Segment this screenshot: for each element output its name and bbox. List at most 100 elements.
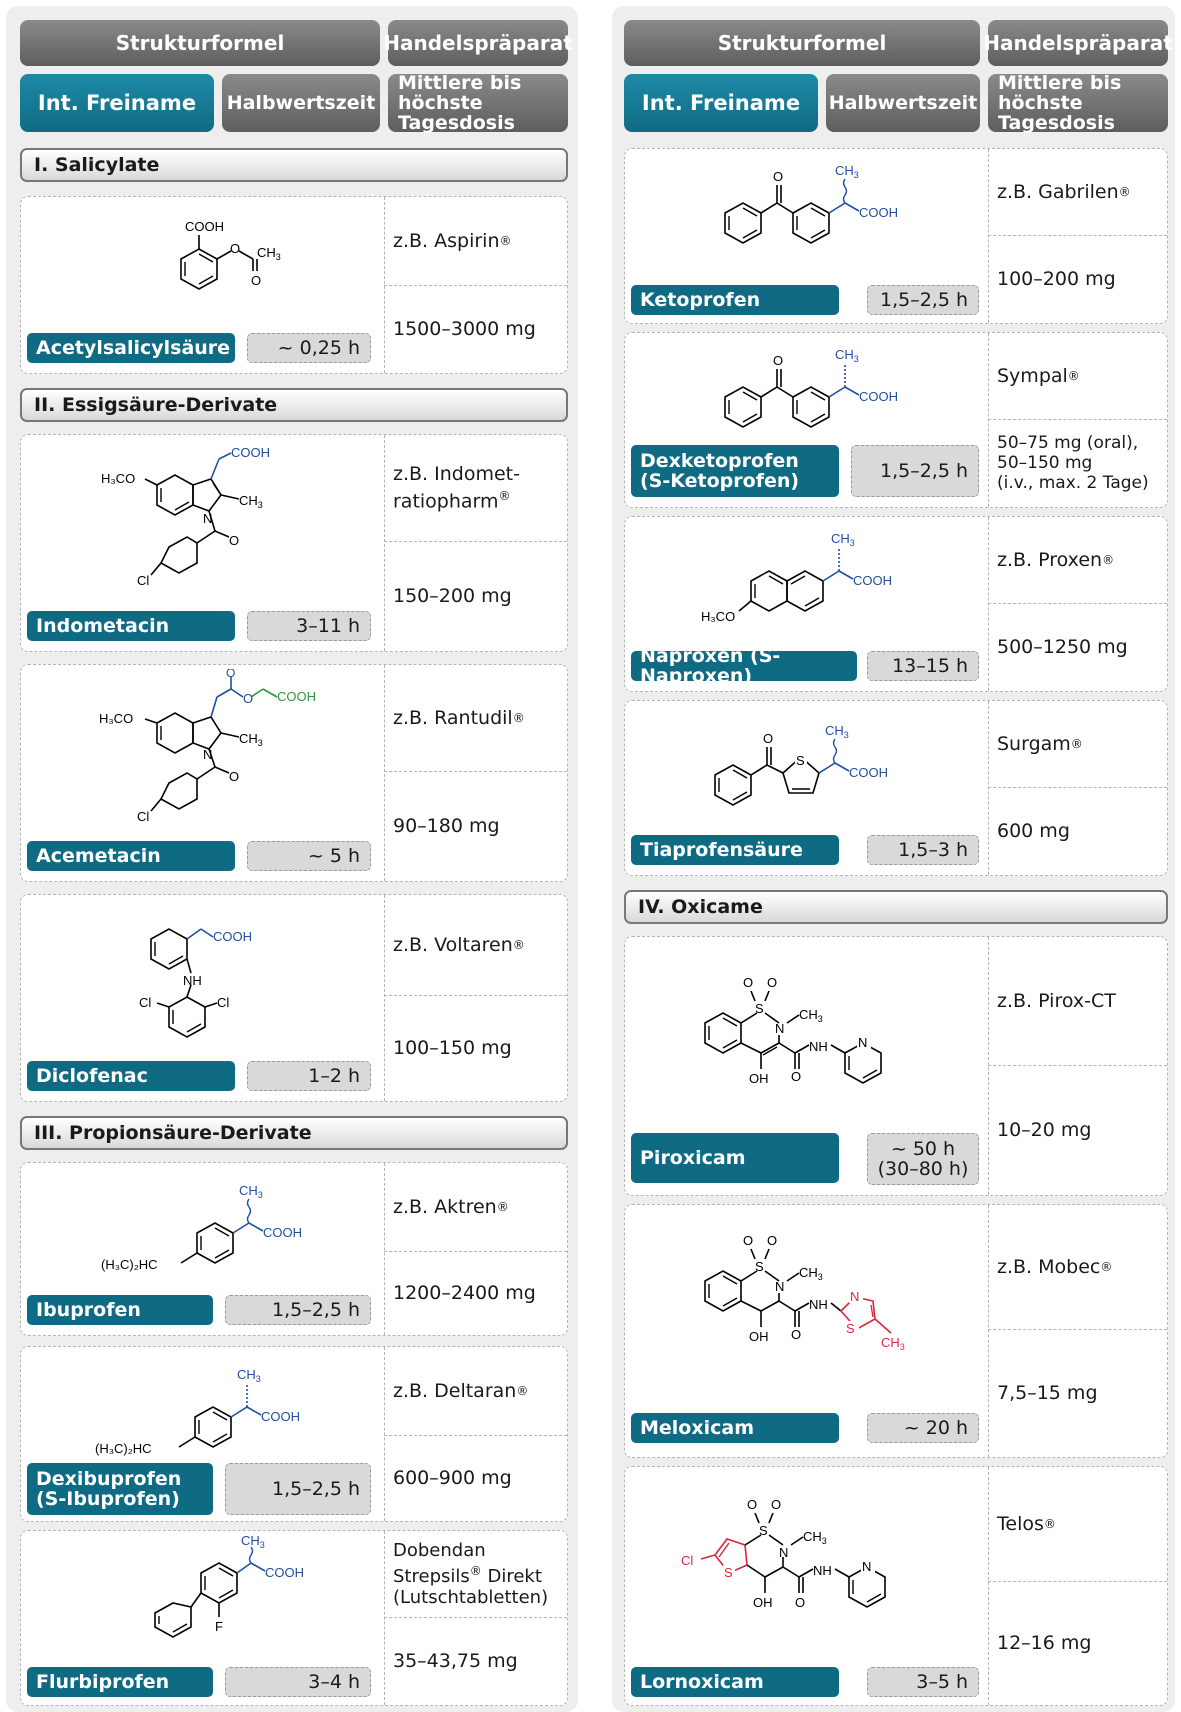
dosis-dexketoprofen-l2: 50–150 mg — [997, 453, 1093, 473]
label-n: N — [850, 1289, 859, 1304]
svg-text:CH3: CH3 — [237, 1367, 261, 1384]
label-cooh: COOH — [853, 573, 892, 588]
svg-text:CH3: CH3 — [881, 1335, 905, 1352]
header-int-freiname-r: Int. Freiname — [624, 74, 818, 132]
name-indometacin: Indometacin — [27, 611, 235, 641]
label-o: O — [767, 975, 777, 990]
name-diclofenac: Diclofenac — [27, 1061, 235, 1091]
hwz-lornoxicam: 3–5 h — [867, 1667, 979, 1697]
card-ibuprofen: CH3 COOH (H₃C)₂HC z.B. Aktren® 1200–2400… — [20, 1162, 568, 1336]
card-acemetacin: O O COOH H₃CO CH3 N O Cl z.B. Rantudil® … — [20, 664, 568, 882]
label-h3c2hc: (H₃C)₂HC — [95, 1441, 152, 1456]
hwz-ibuprofen: 1,5–2,5 h — [225, 1295, 371, 1325]
structure-meloxicam: O O S N CH3 NH N S CH3 OH O — [704, 1233, 905, 1352]
card-dexketoprofen: O CH3 COOH Sympal® 50–75 mg (oral), 50–1… — [624, 332, 1168, 508]
dosis-lornoxicam: 12–16 mg — [997, 1632, 1092, 1654]
dosis-naproxen: 500–1250 mg — [997, 636, 1128, 658]
structure-ketoprofen: O CH3 COOH — [724, 163, 898, 244]
label-o: O — [773, 353, 783, 368]
name-naproxen: Naproxen (S-Naproxen) — [631, 646, 857, 686]
label-o: O — [791, 1069, 801, 1084]
name-dexibuprofen-l2: (S-Ibuprofen) — [36, 1488, 180, 1510]
card-lornoxicam: O O S N CH3 NH N Cl S OH O Telos® 12–16 … — [624, 1466, 1168, 1706]
section-oxicame: IV. Oxicame — [624, 890, 1168, 924]
label-oh: OH — [753, 1595, 773, 1610]
praeparat-ibuprofen-text: z.B. Aktren — [393, 1196, 497, 1218]
praeparat-acemetacin: z.B. Rantudil® — [385, 665, 567, 771]
praeparat-asa-text: z.B. Aspirin — [393, 230, 500, 252]
dosis-diclofenac: 100–150 mg — [393, 1037, 512, 1059]
name-dexibuprofen-l1: Dexibuprofen — [36, 1468, 182, 1490]
dosis-flurbiprofen: 35–43,75 mg — [393, 1650, 518, 1672]
dosis-dexketoprofen-l1: 50–75 mg (oral), — [997, 433, 1139, 453]
label-cooh: COOH — [859, 205, 898, 220]
hwz-flurbiprofen: 3–4 h — [225, 1667, 371, 1697]
card-indometacin: COOH H₃CO CH3 N O Cl z.B. Indomet-ratiop… — [20, 434, 568, 652]
name-dexibuprofen: Dexibuprofen(S-Ibuprofen) — [27, 1463, 213, 1515]
label-n: N — [858, 1035, 867, 1050]
registered-mark: ® — [516, 1384, 529, 1398]
card-tiaprofensaeure: O S CH3 COOH Surgam® 600 mg Tiaprofensäu… — [624, 700, 1168, 876]
name-dexketoprofen: Dexketoprofen(S-Ketoprofen) — [631, 445, 839, 497]
section-essigsaeure: II. Essigsäure-Derivate — [20, 388, 568, 422]
praeparat-tiaprofensaeure-text: Surgam — [997, 733, 1071, 755]
label-nh: NH — [809, 1297, 828, 1312]
svg-text:CH3: CH3 — [831, 531, 855, 548]
hwz-piroxicam: ~ 50 h(30–80 h) — [867, 1133, 979, 1185]
card-piroxicam: O O S N CH3 NH N OH O z.B. Pirox-CT 10–2… — [624, 936, 1168, 1196]
praeparat-ibuprofen: z.B. Aktren® — [385, 1163, 567, 1251]
praeparat-piroxicam: z.B. Pirox-CT — [997, 990, 1116, 1012]
structure-ibuprofen: CH3 COOH (H₃C)₂HC — [101, 1183, 302, 1272]
registered-mark: ® — [1100, 1260, 1113, 1274]
label-s: S — [759, 1523, 768, 1538]
header-tagesdosis-l1: Mittlere bis — [398, 72, 522, 94]
praeparat-dexibuprofen: z.B. Deltaran® — [385, 1347, 567, 1435]
svg-text:CH3: CH3 — [835, 347, 859, 364]
svg-text:CH3: CH3 — [825, 723, 849, 740]
structure-naproxen: CH3 COOH H₃CO — [701, 531, 892, 624]
structure-tiaprofensaeure: O S CH3 COOH — [714, 723, 888, 806]
structure-flurbiprofen: CH3 COOH F — [154, 1535, 304, 1638]
registered-mark: ® — [1070, 737, 1083, 751]
praeparat-diclofenac: z.B. Voltaren® — [385, 895, 567, 995]
hwz-naproxen: 13–15 h — [867, 651, 979, 681]
card-dexibuprofen: CH3 COOH (H₃C)₂HC z.B. Deltaran® 600–900… — [20, 1346, 568, 1522]
card-diclofenac: COOH NH Cl Cl z.B. Voltaren® 100–150 mg … — [20, 894, 568, 1102]
label-cl: Cl — [139, 995, 151, 1010]
hwz-asa: ~ 0,25 h — [247, 333, 371, 363]
praeparat-dexketoprofen: Sympal® — [989, 333, 1167, 419]
label-s: S — [755, 1259, 764, 1274]
name-lornoxicam: Lornoxicam — [631, 1667, 839, 1697]
label-s: S — [724, 1565, 733, 1580]
name-ibuprofen: Ibuprofen — [27, 1295, 213, 1325]
hwz-piroxicam-l1: ~ 50 h — [890, 1138, 956, 1160]
name-dexketoprofen-l1: Dexketoprofen — [640, 450, 799, 472]
praeparat-flurbiprofen-l1: Dobendan — [393, 1540, 486, 1561]
label-o: O — [791, 1327, 801, 1342]
registered-mark: ® — [1067, 369, 1080, 383]
label-h3co: H₃CO — [101, 471, 135, 486]
svg-text:CH3: CH3 — [241, 1535, 265, 1550]
registered-mark: ® — [1118, 185, 1131, 199]
label-s: S — [796, 753, 805, 768]
praeparat-ketoprofen: z.B. Gabrilen® — [989, 149, 1167, 235]
name-flurbiprofen: Flurbiprofen — [27, 1667, 213, 1697]
praeparat-flurbiprofen: Dobendan Strepsils® Direkt (Lutschtablet… — [385, 1531, 567, 1617]
label-n: N — [775, 1021, 784, 1036]
praeparat-indometacin: z.B. Indomet-ratiopharm® — [385, 435, 567, 541]
header-handelspraeparat-r: Handelspräparat — [983, 20, 1173, 66]
label-f: F — [215, 1619, 223, 1634]
praeparat-dexibuprofen-text: z.B. Deltaran — [393, 1380, 517, 1402]
label-s: S — [846, 1321, 855, 1336]
label-cooh: COOH — [849, 765, 888, 780]
label-cl: Cl — [137, 573, 149, 588]
card-naproxen: CH3 COOH H₃CO z.B. Proxen® 500–1250 mg N… — [624, 516, 1168, 692]
hwz-meloxicam: ~ 20 h — [867, 1413, 979, 1443]
header-strukturformel-r: Strukturformel — [624, 20, 980, 66]
svg-text:CH3: CH3 — [239, 493, 263, 510]
label-cooh: COOH — [859, 389, 898, 404]
praeparat-lornoxicam-text: Telos — [997, 1513, 1044, 1535]
dosis-dexibuprofen: 600–900 mg — [393, 1467, 512, 1489]
praeparat-acemetacin-text: z.B. Rantudil — [393, 707, 513, 729]
